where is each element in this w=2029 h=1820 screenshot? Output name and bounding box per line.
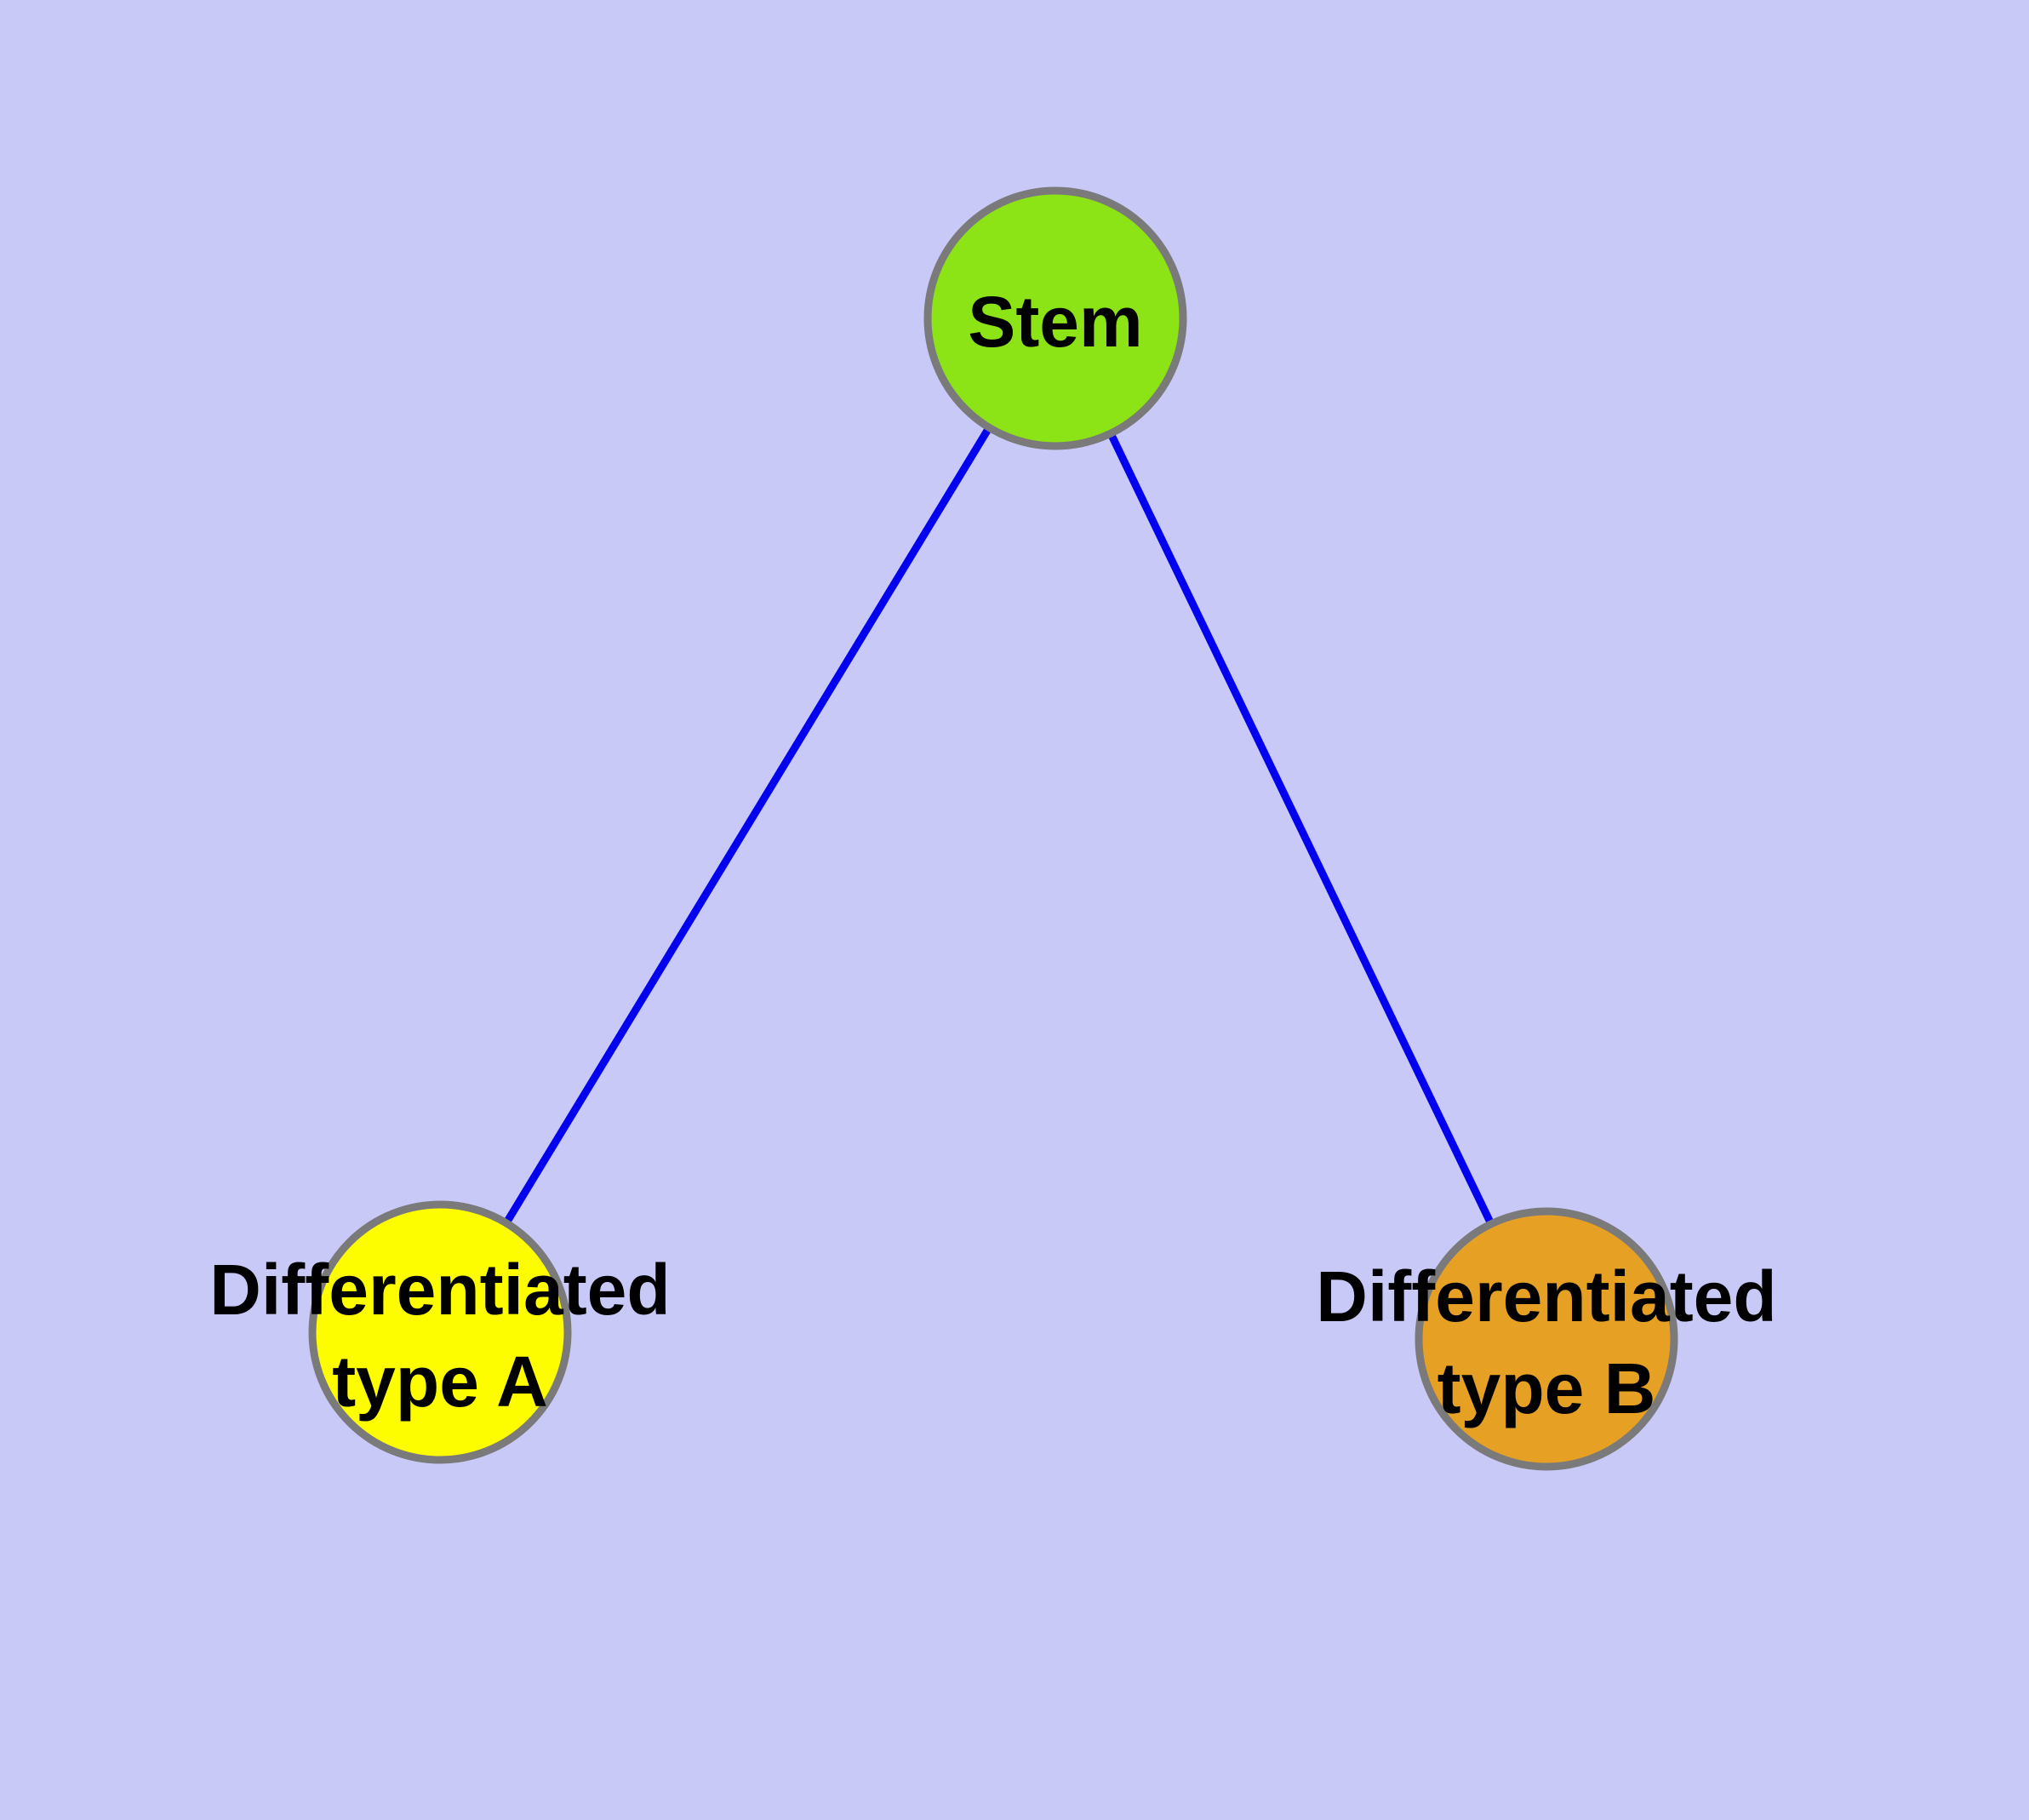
node-stem-group: Stem xyxy=(923,186,1187,450)
node-typeA-label-line1: Differentiated xyxy=(209,1250,670,1330)
node-typeB-label-line2: type B xyxy=(1437,1348,1656,1428)
node-typeB-label-line1: Differentiated xyxy=(1316,1256,1776,1336)
edge-stem-to-typeA xyxy=(437,316,1059,1335)
node-typeA-group: Differentiated type A xyxy=(209,1200,671,1464)
node-typeB-group: Differentiated type B xyxy=(1316,1207,1777,1471)
node-typeB xyxy=(1415,1207,1678,1471)
node-stem xyxy=(923,186,1187,450)
node-typeA xyxy=(308,1200,572,1464)
node-stem-label: Stem xyxy=(968,282,1142,362)
node-typeA-label-line2: type A xyxy=(332,1342,548,1422)
edge-stem-to-typeB xyxy=(1051,317,1551,1341)
